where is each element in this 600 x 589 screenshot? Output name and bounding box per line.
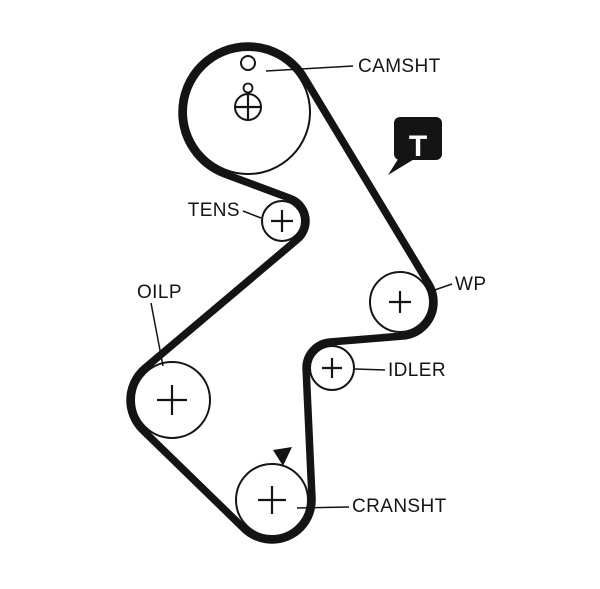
timing-mark-badge: T: [388, 117, 442, 175]
oil-pump-leader-line: [150, 302, 164, 367]
water-pump-leader-line: [428, 283, 453, 293]
camshaft-leader-line: [265, 65, 354, 72]
timing-mark-badge-box: [394, 117, 442, 160]
timing-mark-letter: T: [409, 130, 427, 163]
tensioner-leader-line: [242, 210, 262, 219]
crankshaft-leader-line: [296, 506, 350, 509]
timing-belt: [126, 42, 438, 544]
water-pump-label: WP: [455, 274, 486, 295]
idler-leader-line: [354, 368, 386, 371]
idler-label: IDLER: [388, 360, 446, 381]
tensioner-label: TENS: [188, 200, 240, 221]
timing-mark-badge-tail: [388, 156, 416, 175]
oil-pump-label: OILP: [137, 282, 182, 303]
camshaft-label: CAMSHT: [358, 56, 441, 77]
camshaft-key-icon: [242, 82, 254, 94]
crankshaft-label: CRANSHT: [352, 496, 447, 517]
camshaft-alignment-hole: [240, 55, 256, 71]
rotation-arrow-icon: [273, 447, 292, 466]
